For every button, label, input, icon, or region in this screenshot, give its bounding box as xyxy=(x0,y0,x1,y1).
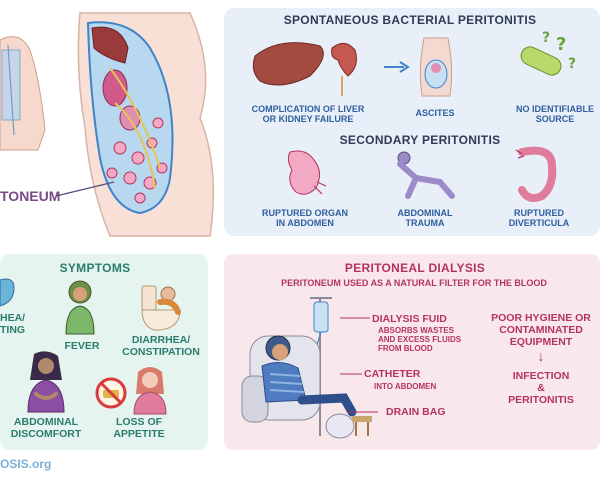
svg-text:?: ? xyxy=(542,30,550,46)
liver-kidney-icon xyxy=(252,42,357,96)
sec-item-ruptured-organ: RUPTURED ORGANin ABDOMEN xyxy=(261,208,348,229)
hygiene-arrow: ↓ xyxy=(537,348,545,364)
dialysis-title: PERITONEAL DIALYSIS xyxy=(344,261,486,275)
brand-logo: OSIS.org xyxy=(0,457,52,471)
label-connectors xyxy=(340,317,378,413)
spont-item-ascites: ASCITES xyxy=(415,108,455,118)
symptom-appetite: LOSS ofAPPETITE xyxy=(113,416,165,441)
symptoms-panel xyxy=(0,254,208,450)
discomfort-figure-icon xyxy=(27,351,65,413)
ruptured-organ-icon xyxy=(287,150,327,195)
abdominal-trauma-icon xyxy=(397,151,455,199)
peritoneum-pointer xyxy=(55,181,115,197)
secondary-title: SECONDARY PERITONITIS xyxy=(339,133,501,147)
peritoneum-label: TONEUM xyxy=(0,188,61,204)
peritoneum-crosssection xyxy=(77,12,215,237)
fever-figure-icon xyxy=(65,280,95,335)
torso-illustration xyxy=(0,36,46,151)
spont-item-complication: COMPLICATION of LIVERor KIDNEY FAILURE xyxy=(251,104,365,125)
symptoms-title: SYMPTOMS xyxy=(59,261,131,275)
symptom-nausea: HEA/TING xyxy=(0,312,26,337)
bacteria-question-icon: ? ? ? xyxy=(520,30,576,76)
dialysis-patient-illustration xyxy=(241,297,372,439)
diverticula-icon xyxy=(515,146,557,202)
no-food-icon xyxy=(95,377,127,409)
symptom-fever: FEVER xyxy=(64,340,100,352)
dialysis-fluid-label: DIALYSIS FUID xyxy=(372,313,447,325)
symptom-diarrhea: DIARRHEA/CONSTIPATION xyxy=(122,334,200,359)
dialysis-subtitle: PERITONEUM USED as a NATURAL FILTER for … xyxy=(281,278,547,288)
catheter-note: INTO ABDOMEN xyxy=(374,382,437,391)
catheter-label: CATHETER xyxy=(364,368,421,380)
spontaneous-title: SPONTANEOUS BACTERIAL PERITONITIS xyxy=(283,13,537,27)
infection-label: INFECTION&PERITONITIS xyxy=(508,370,574,407)
appetite-figure-icon xyxy=(133,367,167,415)
svg-text:?: ? xyxy=(568,56,576,72)
ascites-icon xyxy=(419,37,453,97)
arrow-icon xyxy=(384,61,410,73)
hygiene-label: POOR HYGIENE orCONTAMINATEDEQUIPMENT xyxy=(491,312,591,349)
toilet-figure-icon xyxy=(141,285,181,331)
svg-text:?: ? xyxy=(556,34,566,55)
drain-bag-label: DRAIN BAG xyxy=(386,406,446,418)
nausea-figure-icon xyxy=(0,278,15,307)
dialysis-fluid-note: ABSORBS WASTESand EXCESS FLUIDSfrom BLOO… xyxy=(378,326,462,354)
